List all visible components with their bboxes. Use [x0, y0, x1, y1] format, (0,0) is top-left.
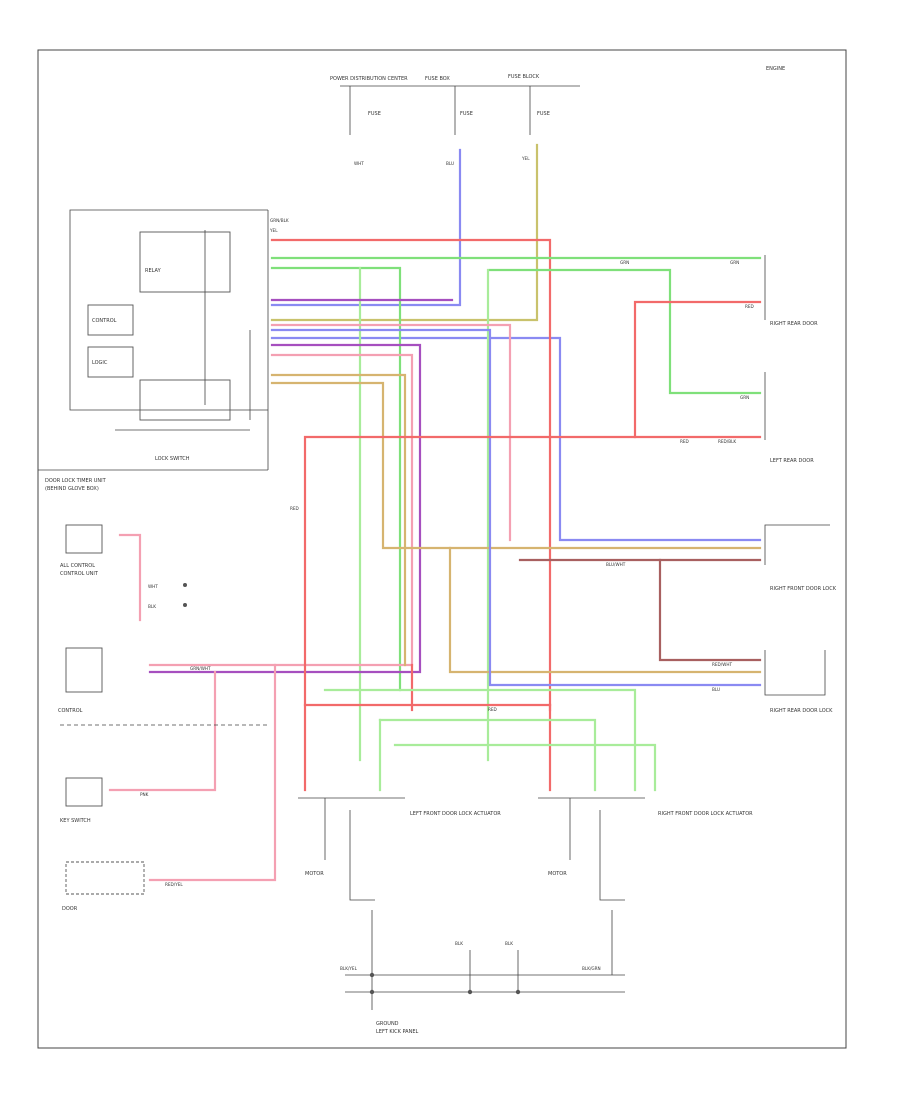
fuse-b-label: FUSE: [460, 111, 473, 117]
rf-actuator-label: RIGHT FRONT DOOR LOCK ACTUATOR: [658, 811, 753, 817]
wl-blkgrn-bottom: BLK/GRN: [582, 966, 601, 971]
control-box-a: [87, 304, 134, 336]
wl-blk: BLK: [148, 604, 156, 609]
left-rear-door-label: LEFT REAR DOOR: [770, 458, 814, 464]
wire-tan-3: [448, 546, 762, 674]
wiring: [108, 143, 762, 882]
power-dist-label: POWER DISTRIBUTION CENTER: [330, 76, 408, 82]
fuse-c-label: FUSE: [537, 111, 550, 117]
wire-green-6: [323, 688, 637, 792]
door-lock-unit-label: DOOR LOCK TIMER UNIT: [45, 478, 107, 484]
wl-red-3: RED: [680, 439, 689, 444]
wl-blu: BLU: [712, 687, 720, 692]
key-switch-box: [65, 777, 103, 807]
relay-label: RELAY: [145, 268, 162, 274]
wl-grnwht: GRN/WHT: [190, 666, 211, 671]
bottom-actuators: MOTOR MOTOR LEFT FRONT DOOR LOCK ACTUATO…: [298, 797, 753, 1035]
wl-yel: YEL: [269, 228, 278, 233]
door-switch-box: [65, 861, 145, 895]
wire-c-label: YEL: [521, 156, 530, 161]
wl-blkyel-bottom: BLK/YEL: [340, 966, 358, 971]
fuse-block-label: FUSE BLOCK: [508, 74, 540, 80]
wl-grn-3: GRN: [740, 395, 749, 400]
diagram-frame: [37, 49, 847, 1049]
key-switch-label: KEY SWITCH: [60, 818, 91, 824]
fuse-a-label: FUSE: [368, 111, 381, 117]
wire-pink-4: [148, 663, 277, 882]
lock-switch-label: LOCK SWITCH: [155, 456, 190, 462]
wire-pink-3: [108, 670, 217, 792]
control-box-b: [87, 346, 134, 378]
ground-location-label: LEFT KICK PANEL: [376, 1029, 419, 1035]
wire-b-label: BLU: [446, 161, 454, 166]
wl-red-2: RED: [745, 304, 754, 309]
wl-blk-1: BLK: [455, 941, 463, 946]
all-control-box: [65, 524, 103, 554]
wire-tan-2: [270, 381, 762, 550]
wire-a-label: WHT: [354, 161, 364, 166]
wire-green-8: [393, 743, 657, 792]
wl-grnblk: GRN/BLK: [270, 218, 289, 223]
door-lock-unit: RELAY CONTROL LOGIC LOCK SWITCH DOOR LOC…: [38, 209, 269, 492]
wl-grn-1: GRN: [620, 260, 629, 265]
wire-pink-2: [148, 353, 414, 667]
door-lock-unit-sublabel: (BEHIND GLOVE BOX): [45, 486, 99, 492]
wire-olive-1: [270, 143, 539, 322]
wl-blk-2: BLK: [505, 941, 513, 946]
wl-bluwht: BLU/WHT: [606, 562, 626, 567]
wl-redblk: RED/BLK: [718, 439, 736, 444]
wire-pink-1: [270, 323, 512, 542]
wire-labels: RED GRN GRN GRN RED RED RED/BLK BLU/WHT …: [140, 218, 754, 887]
wire-blue-2: [270, 336, 762, 542]
door-switch-label: DOOR: [62, 906, 78, 912]
wire-blue-1: [270, 148, 462, 307]
page-ref: ENGINE: [766, 66, 785, 72]
wire-red-main: [303, 435, 762, 792]
right-components: RIGHT REAR DOOR LEFT REAR DOOR RIGHT FRO…: [764, 255, 837, 714]
left-components: ALL CONTROL CONTROL UNIT CONTROL KEY SWI…: [58, 524, 270, 912]
wire-red-top: [270, 238, 552, 712]
wl-redwht: RED/WHT: [712, 662, 732, 667]
wire-green-7: [378, 718, 597, 792]
wire-green-3: [488, 268, 762, 395]
control-b-label: LOGIC: [92, 360, 108, 366]
fuse-box-label: FUSE BOX: [425, 76, 450, 82]
wire-blue-3: [270, 328, 762, 687]
switch-box: [139, 379, 231, 421]
relay-box: [139, 231, 231, 293]
wl-red-1: RED: [290, 506, 299, 511]
control-unit-box: [65, 647, 103, 693]
wire-brown-2: [658, 558, 762, 662]
all-control-label: ALL CONTROL: [60, 563, 95, 569]
wire-pink-5: [118, 533, 142, 622]
top-fuse-area: POWER DISTRIBUTION CENTER FUSE BOX FUSE …: [330, 74, 580, 166]
control-a-label: CONTROL: [92, 318, 117, 324]
wl-wht: WHT: [148, 584, 158, 589]
right-rear-door-label: RIGHT REAR DOOR: [770, 321, 818, 327]
motor-r-label: MOTOR: [548, 871, 567, 877]
wl-pnk: PNK: [140, 792, 149, 797]
rf-lock-label: RIGHT FRONT DOOR LOCK: [770, 586, 837, 592]
wl-grn-2: GRN: [730, 260, 739, 265]
wire-purple-2: [148, 343, 422, 674]
wire-red-right: [633, 300, 762, 439]
wire-green-2: [270, 266, 402, 692]
wl-red-4: RED: [488, 707, 497, 712]
ground-label: GROUND: [376, 1021, 399, 1027]
wire-tan-1: [270, 373, 407, 667]
lf-actuator-label: LEFT FRONT DOOR LOCK ACTUATOR: [410, 811, 501, 817]
wl-redyel: RED/YEL: [165, 882, 183, 887]
motor-l-label: MOTOR: [305, 871, 324, 877]
rr-lock-label: RIGHT REAR DOOR LOCK: [770, 708, 833, 714]
all-control-label-2: CONTROL UNIT: [60, 571, 99, 577]
control-label: CONTROL: [58, 708, 83, 714]
